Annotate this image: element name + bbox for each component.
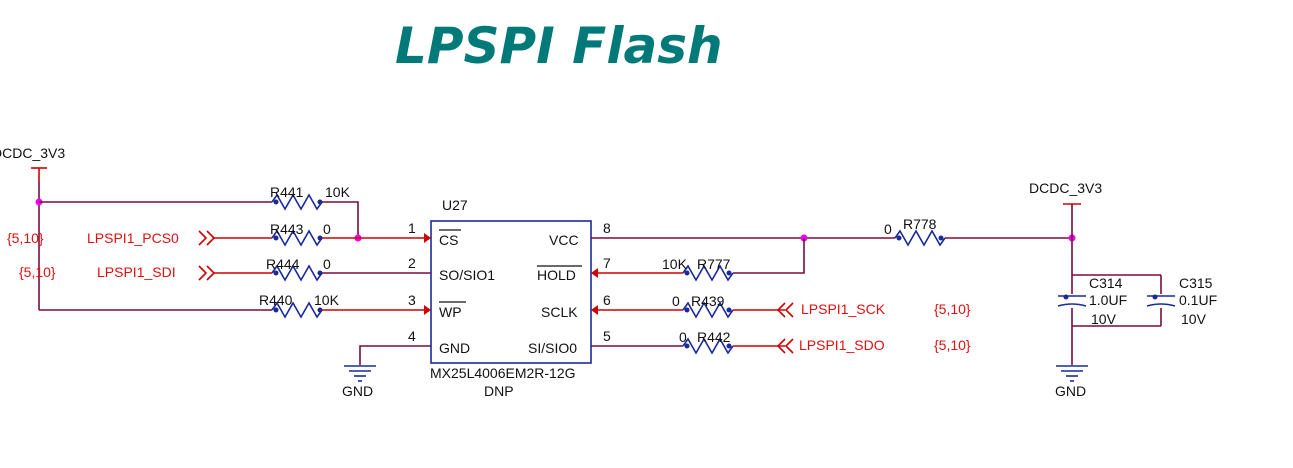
capacitor-c315: C315 0.1UF 10V — [1146, 275, 1217, 327]
pin-num-5: 5 — [603, 328, 611, 344]
pin-num-1: 1 — [408, 220, 416, 236]
r777-ref: R777 — [697, 256, 731, 272]
pin-name-cs: CS — [439, 232, 458, 248]
port-sdi-icon — [198, 265, 216, 281]
net-sdi-page: {5,10} — [19, 264, 56, 280]
page-title: LPSPI Flash — [395, 17, 723, 75]
resistor-r439: R439 0 — [672, 293, 734, 319]
arrow-cs-icon — [424, 233, 431, 243]
c315-ref: C315 — [1179, 275, 1213, 291]
r439-ref: R439 — [691, 293, 725, 309]
net-sdo-page: {5,10} — [934, 337, 971, 353]
r778-value: 0 — [884, 221, 892, 237]
c315-voltage: 10V — [1181, 311, 1207, 327]
r444-ref: R444 — [266, 256, 300, 272]
pin-name-so: SO/SIO1 — [439, 267, 495, 283]
chip-u27-body — [430, 220, 592, 364]
r777-value: 10K — [662, 256, 688, 272]
ground-left-icon — [344, 365, 376, 382]
arrow-hold-icon — [591, 268, 598, 278]
capacitor-c314: C314 1.0UF 10V — [1057, 275, 1127, 327]
wire-hold-pullup — [733, 238, 805, 274]
r442-value: 0 — [679, 329, 687, 345]
pin-name-hold: HOLD — [537, 267, 576, 283]
arrow-sclk-icon — [591, 305, 598, 315]
wire-gnd-left — [359, 345, 431, 365]
net-sck-page: {5,10} — [934, 301, 971, 317]
port-pcs0-icon — [198, 230, 216, 246]
resistor-r778: R778 0 — [884, 216, 946, 247]
r441-ref: R441 — [270, 184, 304, 200]
c314-ref: C314 — [1089, 275, 1123, 291]
pin-num-7: 7 — [603, 255, 611, 271]
r439-value: 0 — [672, 293, 680, 309]
net-sck-name: LPSPI1_SCK — [801, 301, 886, 317]
pin-num-2: 2 — [408, 255, 416, 271]
port-sdo-icon — [776, 338, 794, 354]
pin-num-4: 4 — [408, 328, 416, 344]
ground-label-left: GND — [342, 383, 373, 399]
power-label-left: DCDC_3V3 — [0, 145, 65, 161]
chip-note: DNP — [484, 383, 514, 399]
pin-name-vcc: VCC — [549, 232, 579, 248]
arrow-wp-icon — [424, 305, 431, 315]
c314-voltage: 10V — [1091, 311, 1117, 327]
resistor-r443: R443 0 — [270, 221, 331, 247]
resistor-r441: R441 10K — [270, 184, 351, 211]
r444-value: 0 — [323, 256, 331, 272]
r441-value: 10K — [325, 184, 351, 200]
port-sck-icon — [776, 302, 794, 318]
pin-num-8: 8 — [603, 220, 611, 236]
chip-part: MX25L4006EM2R-12G — [430, 365, 576, 381]
pin-num-3: 3 — [408, 292, 416, 308]
r778-ref: R778 — [903, 216, 937, 232]
chip-ref: U27 — [442, 197, 468, 213]
net-sdi-name: LPSPI1_SDI — [97, 264, 176, 280]
pin-num-6: 6 — [603, 292, 611, 308]
pin-name-wp: WP — [439, 304, 462, 320]
c314-value: 1.0UF — [1089, 292, 1127, 308]
r442-ref: R442 — [697, 329, 731, 345]
resistor-r440: R440 10K — [259, 292, 340, 319]
ground-label-right: GND — [1055, 383, 1086, 399]
r440-value: 10K — [314, 292, 340, 308]
pin-name-si: SI/SIO0 — [528, 340, 577, 356]
r443-value: 0 — [323, 221, 331, 237]
resistor-r444: R444 0 — [266, 256, 331, 282]
ground-right-icon — [1056, 365, 1088, 382]
r440-ref: R440 — [259, 292, 293, 308]
net-pcs0-page: {5,10} — [7, 230, 44, 246]
pin-name-sclk: SCLK — [541, 304, 578, 320]
power-label-right: DCDC_3V3 — [1029, 180, 1102, 196]
pin-name-gnd: GND — [439, 340, 470, 356]
net-sdo-name: LPSPI1_SDO — [799, 337, 885, 353]
resistor-r442: R442 0 — [679, 329, 734, 355]
resistor-r777: R777 10K — [662, 256, 734, 282]
r443-ref: R443 — [270, 221, 304, 237]
net-pcs0-name: LPSPI1_PCS0 — [87, 230, 179, 246]
c315-value: 0.1UF — [1179, 292, 1217, 308]
wire-r441-right — [322, 201, 359, 238]
